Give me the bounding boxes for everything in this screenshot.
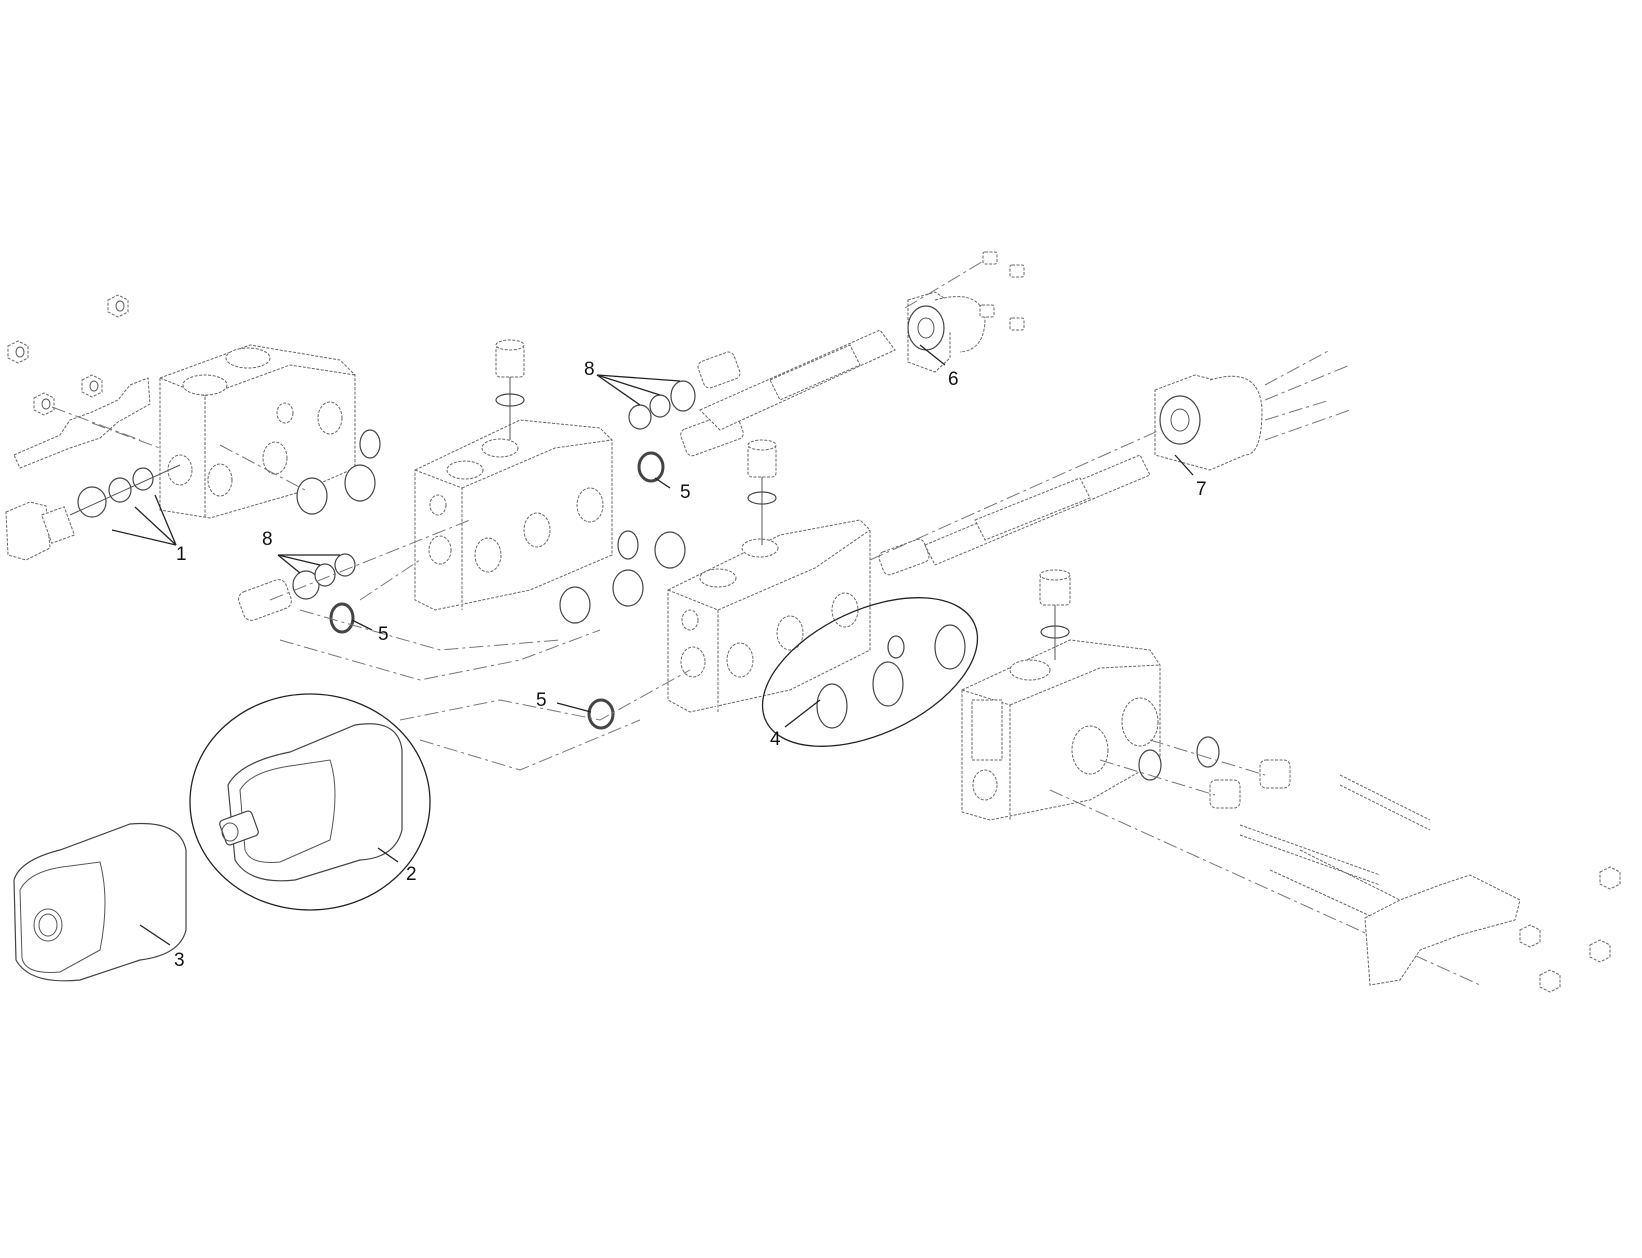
callout-8-upper: 8 xyxy=(584,359,595,380)
filter-cartridge xyxy=(13,822,187,982)
relief-valve-plug xyxy=(5,501,76,561)
spool-assembly-upper xyxy=(699,251,1025,431)
spool-assembly-lower xyxy=(869,349,1351,566)
callout-5-lower: 5 xyxy=(536,690,547,711)
connection-lines xyxy=(279,559,691,771)
callout-8-lower: 8 xyxy=(262,529,273,550)
mounting-bracket xyxy=(13,377,151,469)
detail-callout-4 xyxy=(761,597,979,747)
nut-icon xyxy=(7,294,129,416)
working-section-2 xyxy=(587,439,930,730)
callout-labels: 1 2 3 4 5 5 5 6 7 8 8 xyxy=(174,359,1207,971)
leader-lines xyxy=(111,344,1194,946)
callout-3: 3 xyxy=(174,950,185,971)
end-section xyxy=(961,569,1621,993)
callout-7: 7 xyxy=(1196,479,1207,500)
inlet-section xyxy=(5,294,381,561)
callout-5-middle: 5 xyxy=(378,624,389,645)
working-section-1 xyxy=(238,339,744,634)
detail-callout-2 xyxy=(189,693,431,911)
callout-1: 1 xyxy=(176,544,187,565)
callout-2: 2 xyxy=(406,864,417,885)
callout-4: 4 xyxy=(770,729,781,750)
callout-6: 6 xyxy=(948,369,959,390)
callout-5-upper: 5 xyxy=(680,482,691,503)
